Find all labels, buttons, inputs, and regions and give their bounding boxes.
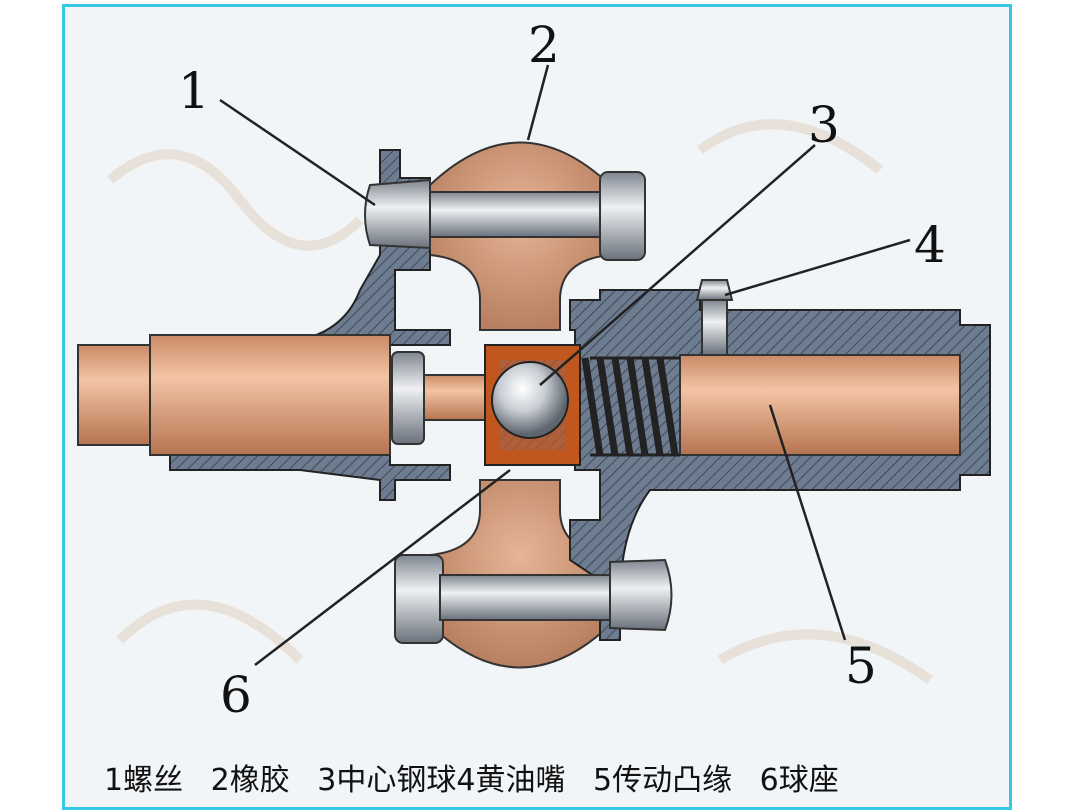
upper-bolt bbox=[364, 171, 646, 261]
leader-lines bbox=[219, 64, 911, 666]
part-label-3: 3 bbox=[808, 96, 840, 154]
grease-nipple bbox=[695, 279, 734, 356]
part-label-6: 6 bbox=[220, 666, 252, 724]
transmission-flange-shaft bbox=[679, 354, 961, 456]
spring bbox=[581, 356, 680, 457]
legend-item-flange: 5传动凸缘 bbox=[593, 763, 733, 798]
legend-item-rubber: 2橡胶 bbox=[210, 763, 290, 798]
shaft-nut bbox=[391, 351, 425, 445]
part-label-4: 4 bbox=[914, 216, 946, 274]
lower-bolt bbox=[394, 554, 673, 644]
legend-item-ball-and-nipple: 3中心钢球4黄油嘴 bbox=[317, 763, 566, 798]
legend-item-ball-seat: 6球座 bbox=[759, 763, 839, 798]
part-label-2: 2 bbox=[528, 16, 560, 74]
part-label-1: 1 bbox=[178, 62, 210, 120]
background-watermark bbox=[106, 119, 933, 685]
parts-legend: 1螺丝 2橡胶 3中心钢球4黄油嘴 5传动凸缘 6球座 bbox=[104, 756, 857, 806]
legend-item-bolt: 1螺丝 bbox=[104, 763, 184, 798]
part-label-5: 5 bbox=[845, 637, 877, 695]
center-steel-ball bbox=[491, 361, 569, 439]
